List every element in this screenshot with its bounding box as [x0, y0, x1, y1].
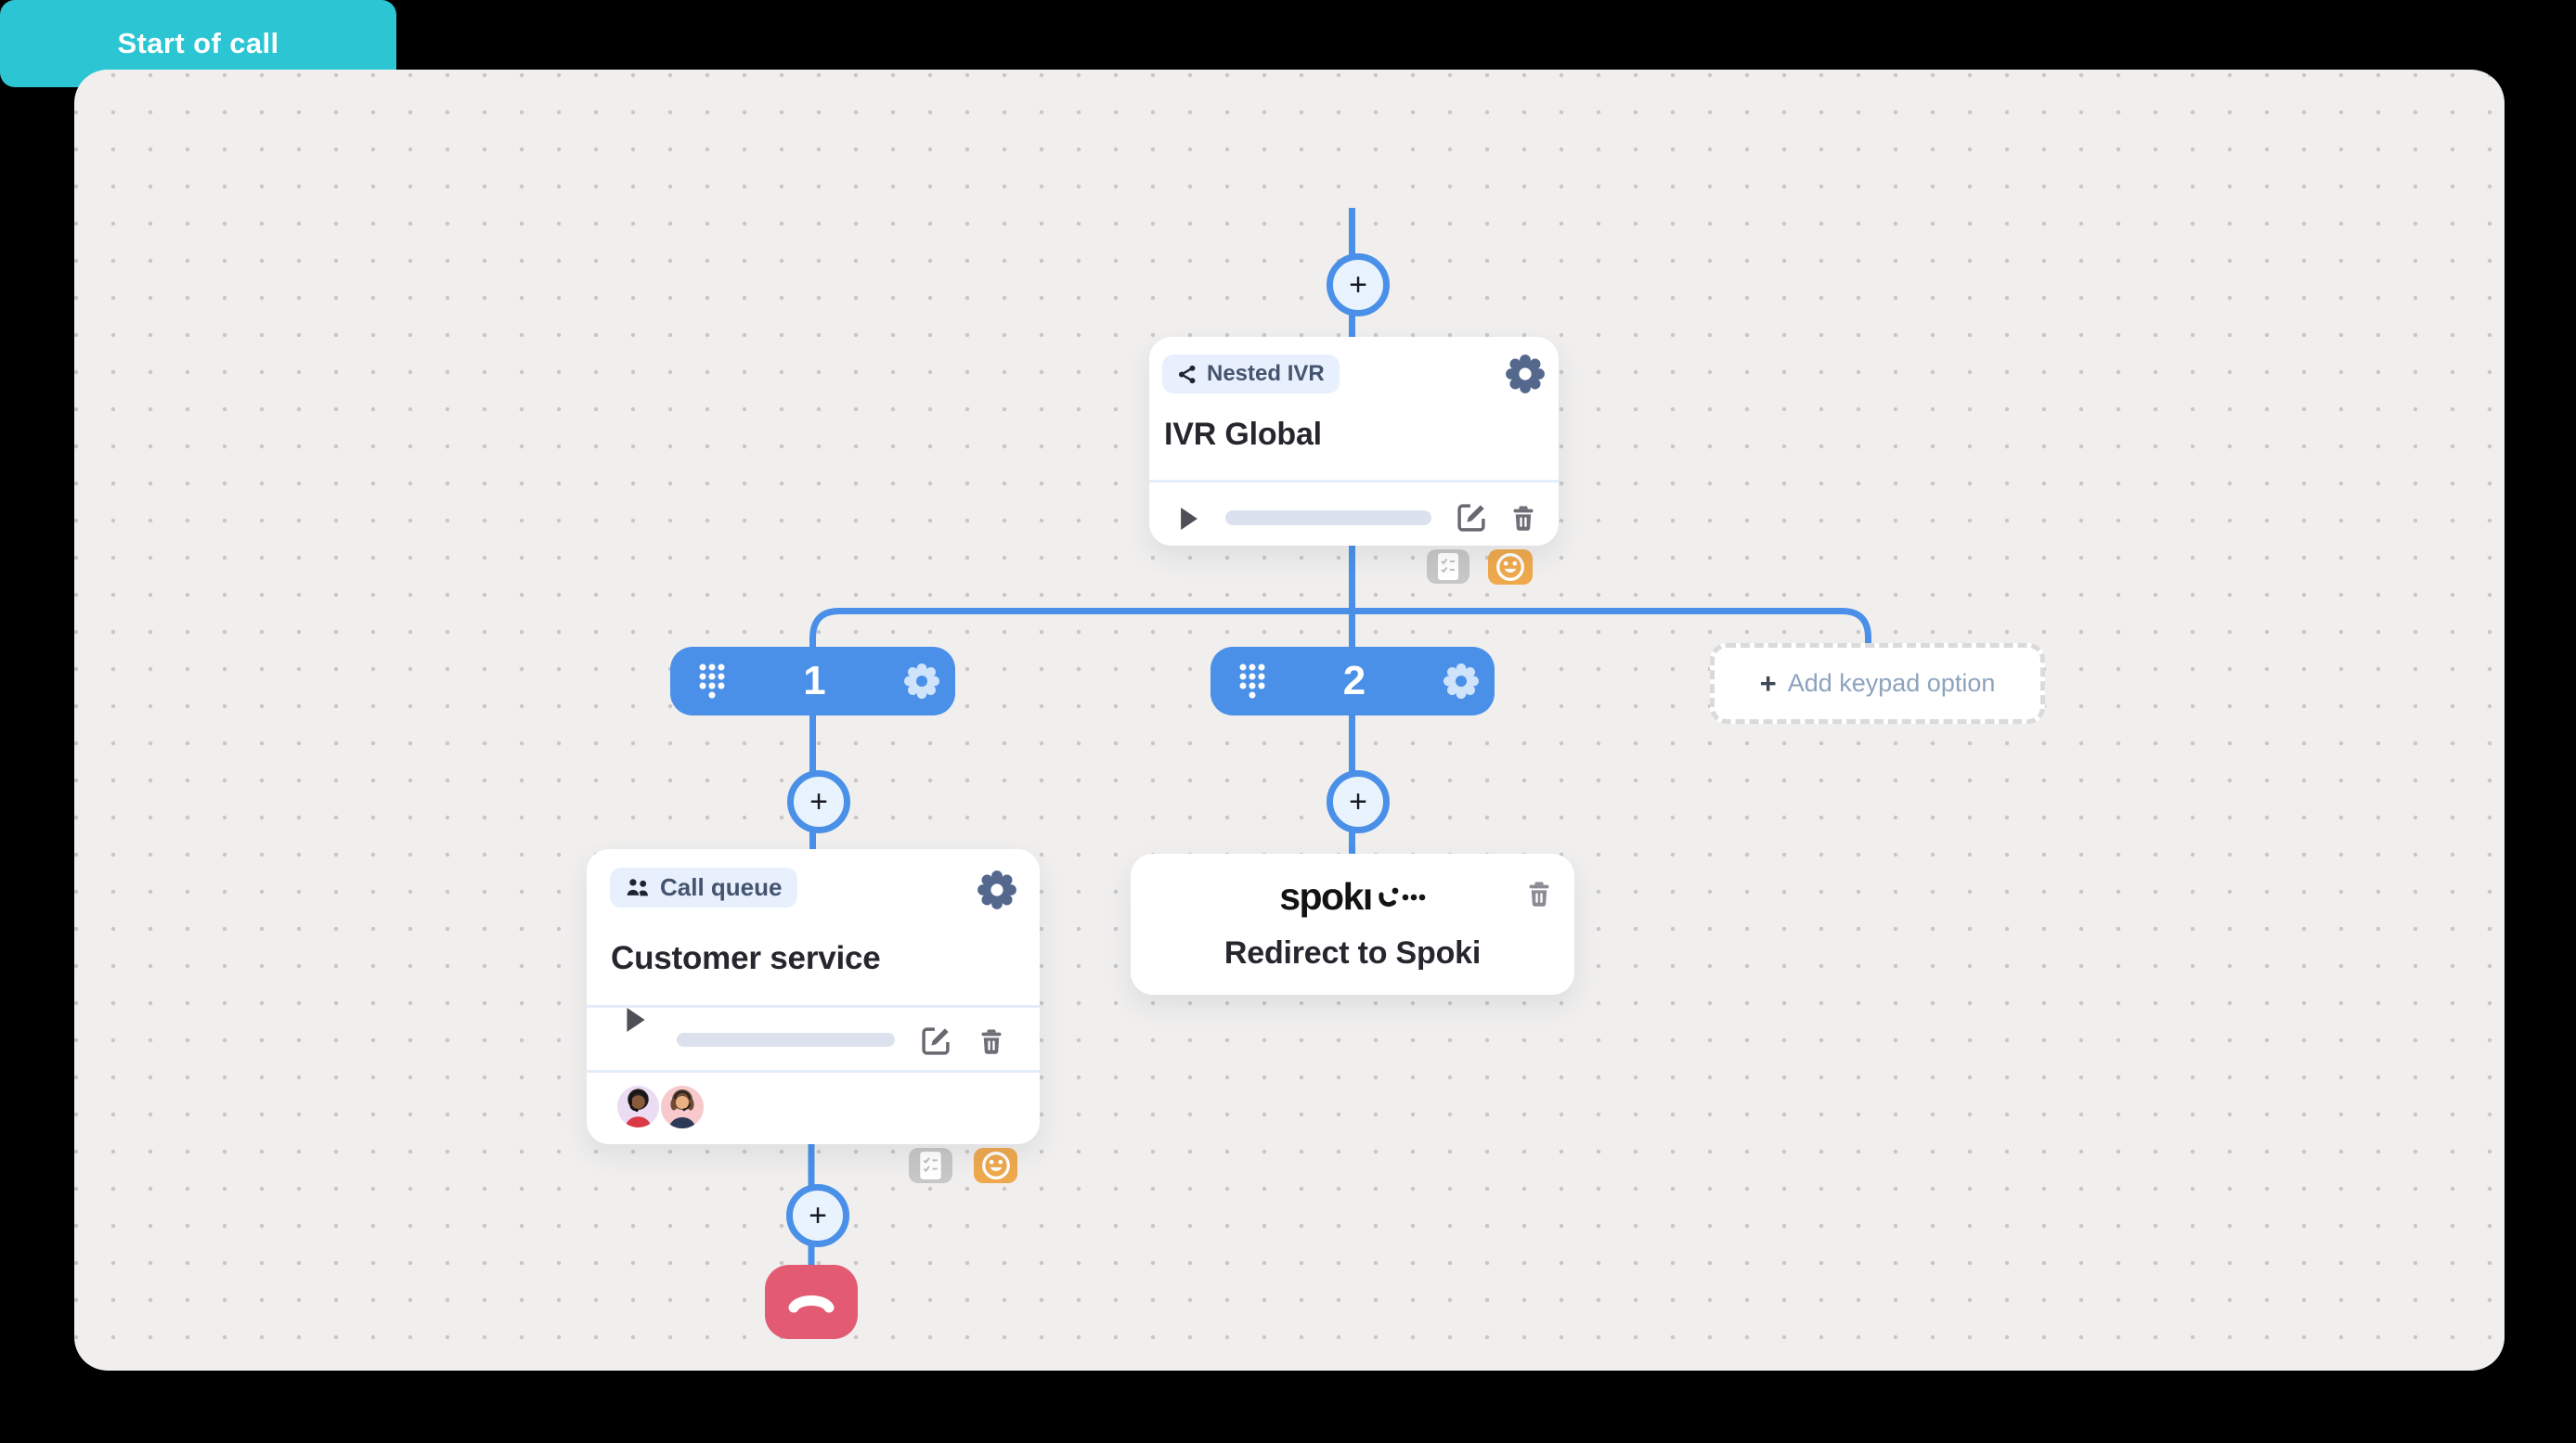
call-queue-card[interactable]: Call queue Customer service	[587, 849, 1040, 1144]
survey-checklist-badge[interactable]	[1427, 549, 1469, 584]
gear-icon	[1506, 354, 1545, 393]
nested-ivr-badge: Nested IVR	[1162, 354, 1340, 393]
call-queue-badge: Call queue	[610, 868, 798, 908]
play-icon	[627, 1008, 645, 1032]
checklist-icon	[920, 1152, 941, 1179]
keypad-settings-button[interactable]	[1443, 663, 1480, 700]
keypad-option-2[interactable]: 2	[1210, 647, 1495, 715]
plus-icon: +	[809, 784, 828, 819]
add-keypad-option-button[interactable]: + Add keypad option	[1710, 643, 2045, 724]
plus-icon: +	[1349, 784, 1367, 819]
edit-audio-button[interactable]	[1455, 501, 1488, 535]
gear-icon	[904, 664, 939, 699]
delete-audio-button[interactable]	[1508, 502, 1539, 534]
trash-icon	[981, 1029, 1002, 1054]
spoki-logo: spokı	[1131, 878, 1574, 916]
spoki-redirect-card[interactable]: spokı Redirect to Spoki	[1131, 854, 1574, 995]
node-settings-button[interactable]	[1505, 354, 1546, 394]
phone-down-icon	[788, 1295, 835, 1313]
audio-progress-bar[interactable]	[1225, 510, 1431, 525]
spoki-logo-text: spokı	[1279, 875, 1373, 918]
keypad-settings-button[interactable]	[903, 663, 940, 700]
add-step-button[interactable]: +	[786, 1184, 849, 1247]
add-step-button[interactable]: +	[787, 770, 850, 833]
add-keypad-option-label: Add keypad option	[1787, 669, 1996, 697]
add-step-button[interactable]: +	[1327, 253, 1390, 316]
checklist-icon	[1438, 553, 1458, 580]
play-icon	[1181, 508, 1197, 530]
audio-progress-bar[interactable]	[677, 1033, 895, 1047]
plus-icon: +	[809, 1198, 827, 1233]
keypad-key-label: 2	[1342, 658, 1366, 703]
satisfaction-smiley-badge[interactable]	[1488, 549, 1533, 585]
node-settings-button[interactable]	[977, 870, 1017, 910]
spoki-swoosh-icon	[1379, 887, 1426, 908]
ivr-node-title: IVR Global	[1164, 417, 1322, 452]
share-icon	[1179, 365, 1196, 383]
keypad-option-1[interactable]: 1	[670, 647, 955, 715]
trash-icon	[1513, 506, 1534, 531]
spoki-node-title: Redirect to Spoki	[1223, 935, 1482, 971]
dialpad-icon	[699, 664, 725, 699]
plus-icon: +	[1349, 267, 1367, 303]
card-divider	[587, 1005, 1040, 1008]
delete-node-button[interactable]	[1523, 878, 1555, 909]
edit-audio-button[interactable]	[919, 1024, 952, 1058]
nested-ivr-card[interactable]: Nested IVR IVR Global	[1149, 337, 1559, 546]
start-of-call-label: Start of call	[117, 27, 279, 59]
gear-icon	[1443, 664, 1479, 699]
add-step-button[interactable]: +	[1327, 770, 1390, 833]
edit-icon	[1457, 504, 1485, 532]
delete-audio-button[interactable]	[976, 1025, 1007, 1057]
flow-canvas[interactable]	[74, 70, 2505, 1371]
dialpad-icon	[1239, 664, 1265, 699]
keypad-key-label: 1	[803, 658, 826, 703]
survey-checklist-badge[interactable]	[909, 1148, 952, 1183]
plus-icon: +	[1759, 667, 1777, 700]
agent-avatar	[617, 1086, 659, 1127]
play-audio-button[interactable]	[1181, 508, 1197, 530]
satisfaction-smiley-badge[interactable]	[974, 1148, 1017, 1183]
call-queue-badge-label: Call queue	[660, 873, 783, 901]
trash-icon	[1529, 882, 1549, 907]
play-audio-button[interactable]	[627, 1008, 645, 1032]
call-queue-title: Customer service	[611, 940, 881, 976]
card-divider	[587, 1070, 1040, 1073]
gear-icon	[977, 870, 1016, 909]
users-icon	[626, 877, 648, 897]
smiley-icon	[1496, 553, 1524, 581]
agent-avatar	[661, 1086, 704, 1128]
card-divider	[1149, 480, 1559, 483]
nested-ivr-badge-label: Nested IVR	[1207, 361, 1325, 386]
smiley-icon	[981, 1152, 1010, 1179]
end-call-node[interactable]	[765, 1265, 858, 1339]
edit-icon	[922, 1027, 950, 1055]
